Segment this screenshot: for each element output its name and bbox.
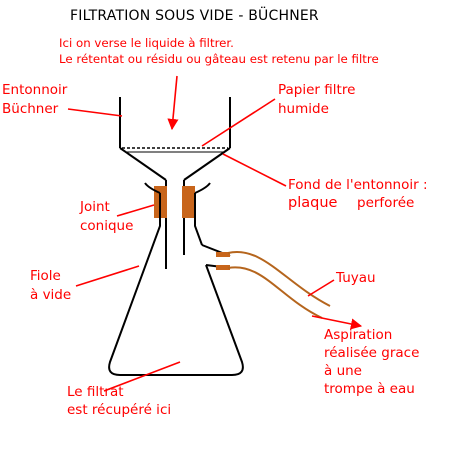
label-aspiration-1: Aspiration: [324, 327, 393, 343]
instruction-line-1: Ici on verse le liquide à filtrer.: [59, 36, 234, 50]
funnel-stem: [165, 180, 185, 269]
buchner-funnel: [119, 97, 231, 181]
label-entonnoir-2: Büchner: [2, 101, 59, 117]
label-joint-2: conique: [80, 218, 134, 234]
label-papier-1: Papier filtre: [278, 82, 356, 98]
instruction-line-2: Le rétentat ou résidu ou gâteau est rete…: [59, 52, 379, 66]
label-fond-2b: perforée: [357, 195, 415, 211]
label-fiole-2: à vide: [30, 287, 72, 303]
label-papier-2: humide: [278, 101, 329, 117]
vacuum-hose: [227, 250, 331, 319]
label-filtrat-2: est récupéré ici: [67, 402, 172, 418]
label-aspiration-2: réalisée grace: [324, 345, 420, 361]
label-tuyau: Tuyau: [336, 270, 376, 286]
label-filtrat-1: Le filtrat: [67, 384, 124, 400]
label-aspiration-4: trompe à eau: [324, 381, 415, 397]
label-fond-2a: plaque: [288, 195, 338, 211]
label-fiole-1: Fiole: [30, 268, 61, 284]
label-joint-1: Joint: [80, 199, 110, 215]
callout-lines: [67, 75, 363, 392]
diagram-title: FILTRATION SOUS VIDE - BÜCHNER: [70, 8, 319, 24]
label-aspiration-3: à une: [324, 363, 362, 379]
label-fond-1: Fond de l'entonnoir :: [288, 177, 428, 193]
label-entonnoir-1: Entonnoir: [2, 82, 68, 98]
side-arm-collar: [216, 252, 230, 270]
